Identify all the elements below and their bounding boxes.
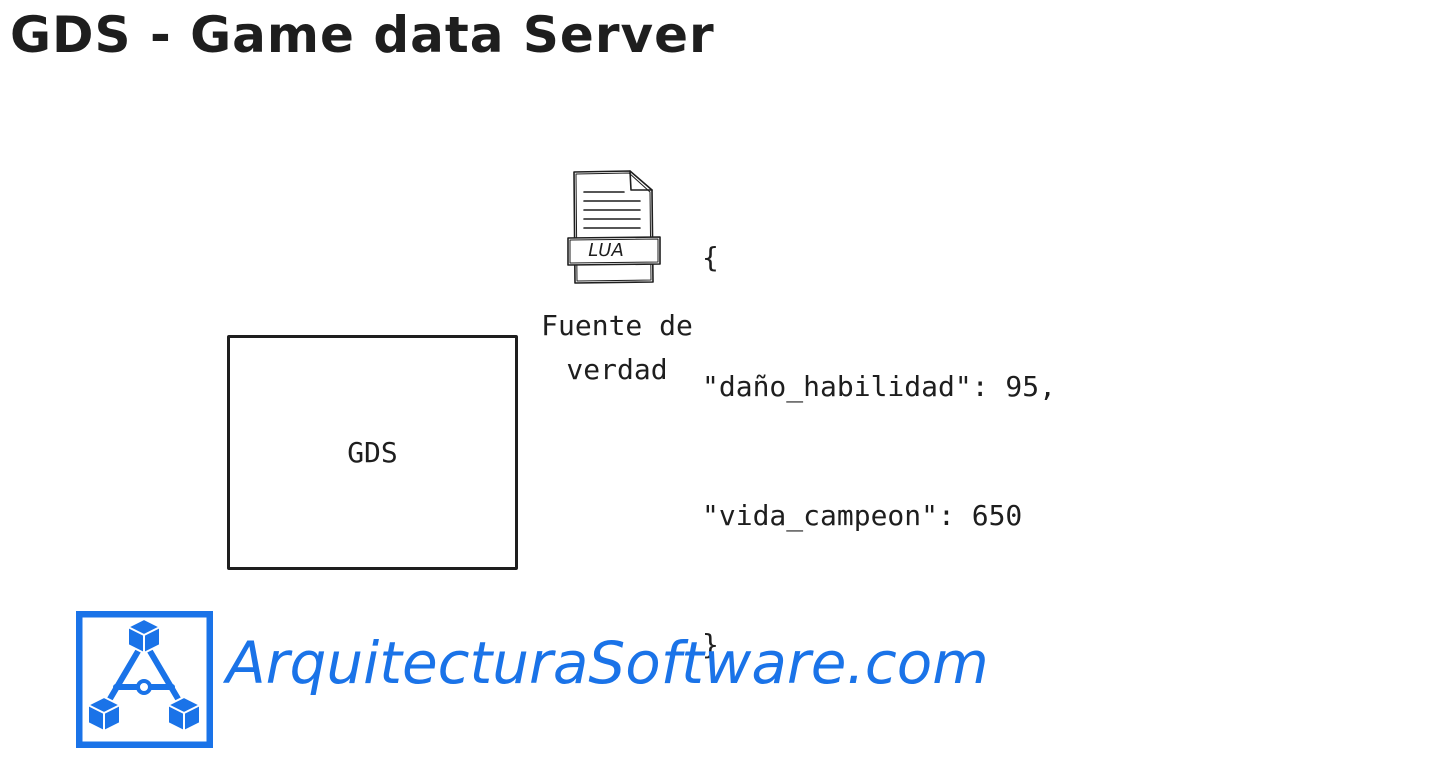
source-label-line: Fuente de [541,309,693,342]
json-line: } [702,628,719,661]
json-line: "daño_habilidad": 95, [702,370,1057,403]
page-title: GDS - Game data Server [10,6,715,64]
brand-text: ArquitecturaSoftware.com [226,629,989,697]
source-of-truth-label: Fuente de verdad [522,304,712,392]
json-line: "vida_campeon": 650 [702,499,1023,532]
gds-box-label: GDS [347,436,398,469]
json-snippet: { "daño_habilidad": 95, "vida_campeon": … [702,150,1056,709]
lua-document-icon: LUA [567,170,661,284]
lua-badge-text: LUA [588,240,624,261]
json-line: { [702,241,719,274]
gds-box: GDS [227,335,518,570]
architecture-logo-icon [76,611,213,748]
source-label-line: verdad [566,353,668,386]
